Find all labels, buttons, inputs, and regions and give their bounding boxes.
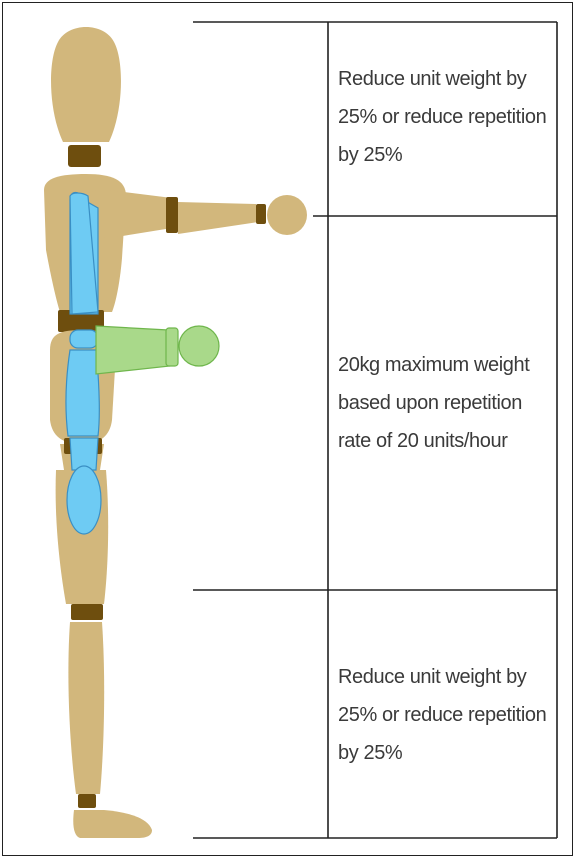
middle-zone-highlight: [96, 326, 219, 374]
highlight-middle-forearm: [96, 326, 170, 374]
lower-zone-text: Reduce unit weight by 25% or reduce repe…: [338, 658, 558, 772]
highlight-wrist: [70, 438, 98, 470]
upper-zone-text: Reduce unit weight by 25% or reduce repe…: [338, 60, 558, 174]
mannequin-wrist-joint: [256, 204, 266, 224]
highlight-hand: [67, 466, 101, 534]
mannequin-head: [51, 27, 121, 142]
mannequin-ankle-joint: [78, 794, 96, 808]
highlight-middle-wrist: [166, 328, 178, 366]
mannequin-hand: [267, 195, 307, 235]
mannequin-elbow-joint: [166, 197, 178, 233]
mannequin-shin: [68, 622, 104, 794]
middle-zone-text: 20kg maximum weight based upon repetitio…: [338, 346, 558, 460]
highlight-middle-hand: [179, 326, 219, 366]
highlight-forearm: [66, 350, 99, 436]
mannequin-neck: [68, 145, 101, 167]
highlight-elbow: [70, 330, 98, 348]
mannequin-knee-joint: [71, 604, 103, 620]
mannequin-foot: [73, 810, 152, 838]
mannequin-forearm: [178, 202, 258, 234]
